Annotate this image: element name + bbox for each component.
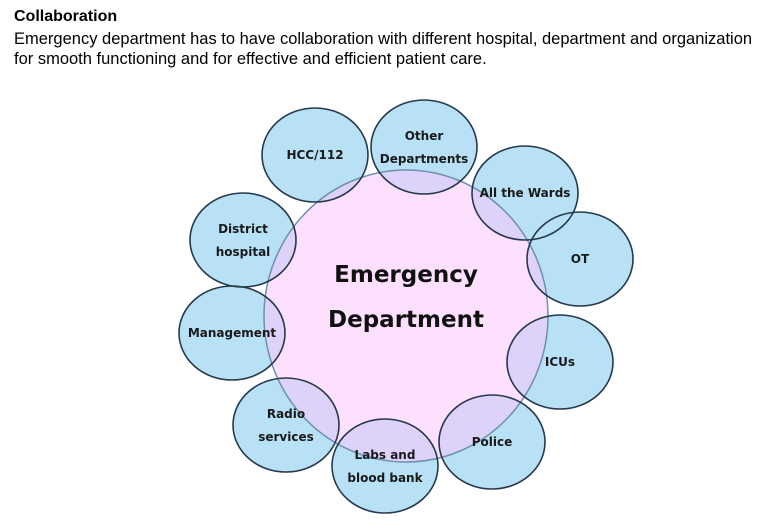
node-circle-outline: [438, 394, 546, 490]
node-circle-outline: [261, 107, 369, 203]
center-label-line2: Department: [328, 307, 484, 333]
node-circle: [179, 286, 285, 380]
node-circle-outline: [189, 192, 297, 288]
node-label: Other: [405, 129, 444, 143]
node-circle-outline: [471, 145, 579, 241]
node-circle: [527, 212, 633, 306]
node-label: HCC/112: [286, 148, 343, 162]
node-circle-outline: [370, 99, 478, 195]
node-label: Radio: [267, 407, 305, 421]
section-heading: Collaboration: [14, 8, 118, 25]
node-label: All the Wards: [480, 186, 571, 200]
node-label: Departments: [380, 152, 469, 166]
node-label: ICUs: [545, 355, 575, 369]
center-label-line1: Emergency: [334, 262, 478, 288]
node-label: blood bank: [347, 471, 423, 485]
node-circle-outline: [526, 211, 634, 307]
node-circle: [190, 193, 296, 287]
node-label: OT: [571, 252, 590, 266]
node-circle-outline: [331, 418, 439, 514]
node-label: Labs and: [355, 448, 416, 462]
section-paragraph: Emergency department has to have collabo…: [14, 30, 753, 68]
node-circle-outline: [232, 377, 340, 473]
node-circle: [262, 108, 368, 202]
node-label: Police: [472, 435, 513, 449]
node-label: District: [218, 222, 268, 236]
node-circle-outline: [506, 314, 614, 410]
node-label: Management: [188, 326, 277, 340]
node-label: services: [258, 430, 314, 444]
node-label: hospital: [216, 245, 271, 259]
